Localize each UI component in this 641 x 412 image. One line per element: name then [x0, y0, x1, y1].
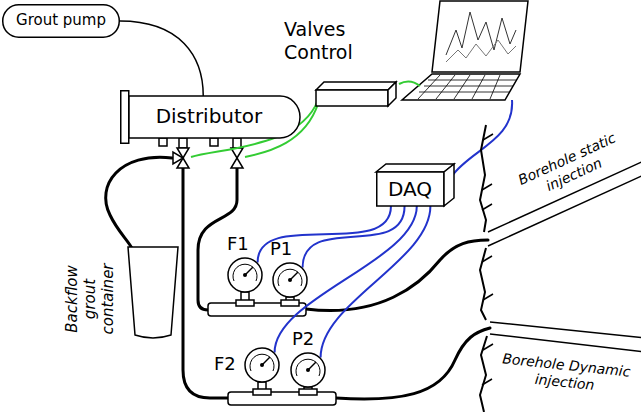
data-cable [452, 100, 512, 176]
gauge-label: P2 [292, 328, 320, 350]
node-label: DAQ [376, 177, 444, 201]
gauge-label: F1 [227, 233, 255, 255]
grout-hose [106, 157, 490, 399]
gauge-label: P1 [270, 238, 298, 260]
laptop [402, 1, 528, 100]
pressure-gauge: P2 [290, 352, 326, 388]
signal-cable [321, 206, 431, 357]
gauge-fitting [208, 292, 336, 405]
rock-face [480, 125, 493, 412]
node-label: Grout pump [2, 11, 120, 29]
pump-box: Grout pump [2, 4, 120, 38]
pressure-gauge: P1 [272, 262, 308, 298]
node-label: Borehole Dynamic injection [497, 350, 635, 398]
valves-control-box: Valves Control [284, 18, 399, 108]
signal-cable [303, 206, 405, 267]
borehole: Borehole static injection [486, 150, 641, 250]
backflow-container: Backflow grout container [35, 235, 185, 345]
borehole: Borehole Dynamic injection [486, 315, 641, 410]
gauge-label: F2 [214, 353, 242, 375]
flow-gauge-outline [244, 347, 280, 383]
pressure-gauge-outline [272, 262, 308, 298]
node-label: Distributor [134, 104, 284, 128]
node-label: Valves Control [284, 18, 394, 64]
distributor-pipe: Distributor [120, 90, 305, 144]
flow-gauge: F1 [227, 257, 263, 293]
flow-gauge-outline [227, 257, 263, 293]
node-label: Borehole static injection [507, 126, 635, 209]
supply-line [120, 21, 203, 96]
valve [159, 138, 243, 168]
node-label: Backflow grout container [63, 244, 117, 354]
daq-box: DAQ [376, 162, 456, 208]
flow-gauge: F2 [244, 347, 280, 383]
pressure-gauge-outline [290, 352, 326, 388]
